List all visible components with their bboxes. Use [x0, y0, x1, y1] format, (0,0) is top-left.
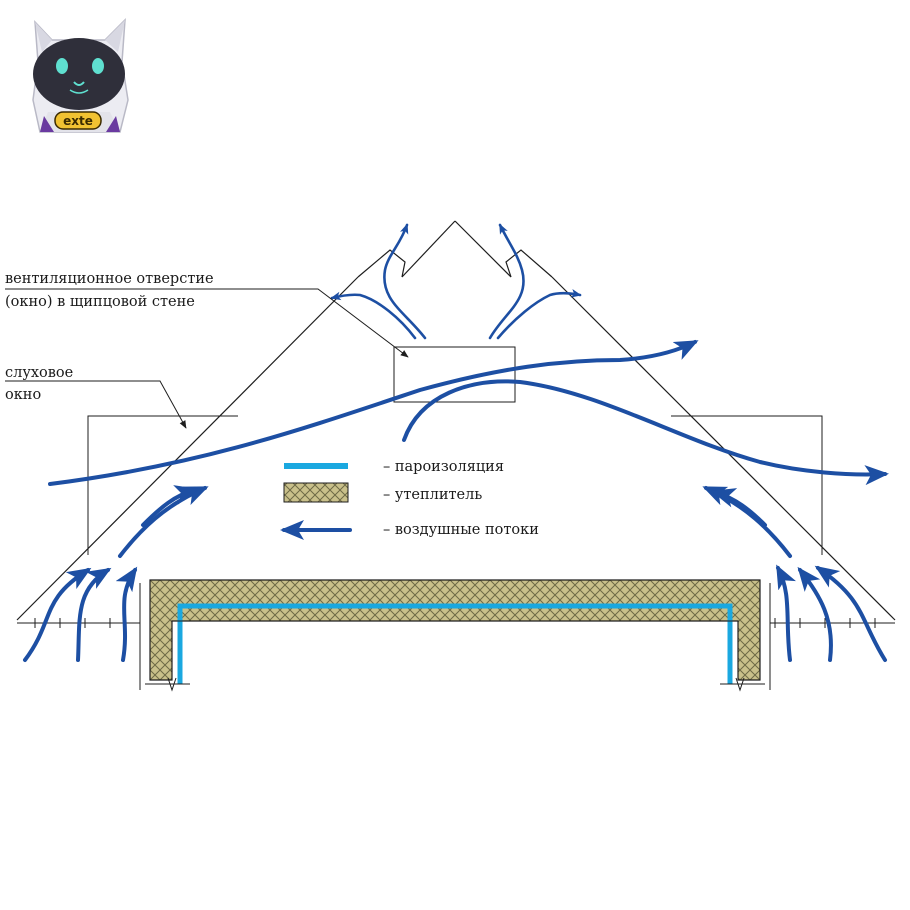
- vapor-barrier: [177, 603, 733, 684]
- callout-dormer: слуховое окно: [5, 365, 187, 429]
- airflow-left-slope-2: [141, 485, 199, 527]
- callout-gable-vent: вентиляционное отверстие (окно) в щипцов…: [5, 271, 409, 358]
- airflow-ridge-left-out: [330, 291, 417, 340]
- logo-badge: [54, 111, 102, 130]
- legend-swatch-insulation: [283, 482, 349, 503]
- logo-text: exte: [63, 114, 93, 128]
- airflow-eave-right-3: [814, 565, 887, 662]
- logo-face: [33, 38, 125, 110]
- legend-text-vapor: – пароизоляция: [383, 459, 504, 475]
- label-dormer-line1: слуховое: [5, 365, 73, 381]
- leader-dormer: [5, 380, 187, 429]
- airflow-ridge-right-out: [496, 289, 582, 340]
- ceiling-insulation: [139, 579, 771, 692]
- airflow-to-right-dormer: [402, 379, 889, 486]
- leader-gable-vent: [5, 288, 409, 358]
- logo-eye-left: [56, 58, 68, 74]
- legend: – пароизоляция – утеплитель – воздушные …: [280, 459, 539, 540]
- airflow-right-slope-1: [702, 486, 792, 558]
- legend-text-insulation: – утеплитель: [383, 487, 482, 503]
- logo: exte: [32, 18, 129, 133]
- gable-vent-window: [393, 346, 516, 403]
- legend-text-airflow: – воздушные потоки: [383, 522, 539, 538]
- label-dormer-line2: окно: [5, 387, 41, 403]
- airflow-left-slope-1: [118, 486, 209, 558]
- legend-swatch-vapor: [284, 463, 348, 469]
- airflow-ridge-left-up: [383, 223, 427, 340]
- airflow-through-gable: [48, 340, 699, 486]
- label-vent-line1: вентиляционное отверстие: [5, 271, 214, 287]
- label-vent-line2: (окно) в щипцовой стене: [5, 294, 195, 310]
- airflow-eave-left-1: [23, 567, 92, 662]
- airflow-right-slope-2: [711, 488, 767, 527]
- airflow-eave-right-1: [776, 564, 797, 662]
- airflow-eave-left-3: [115, 566, 138, 662]
- airflow-eave-left-2: [76, 567, 112, 662]
- airflow-eave-right-2: [797, 566, 833, 662]
- airflow-arrows: [23, 223, 889, 662]
- airflow-ridge-right-up: [488, 223, 525, 340]
- logo-eye-right: [92, 58, 104, 74]
